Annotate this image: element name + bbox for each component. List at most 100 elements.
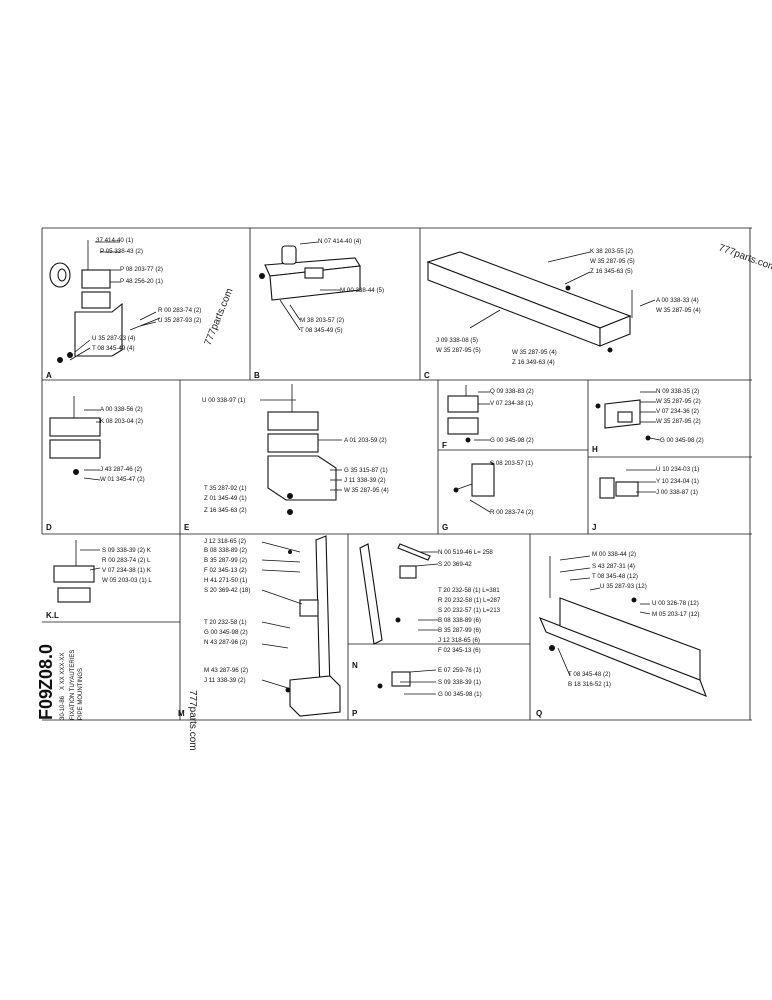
section-j: [599, 469, 656, 499]
callout-p-6: B 08 338-89 (6): [438, 617, 481, 624]
section-label-h: H: [592, 445, 598, 454]
section-label-c: C: [424, 371, 430, 380]
callout-d-4: W 01 345-47 (2): [100, 476, 145, 483]
callout-h-1: N 09 338-35 (2): [656, 388, 699, 395]
callout-h-2: W 35 287-95 (2): [656, 398, 701, 405]
callout-j-1: U 10 234-03 (1): [656, 466, 699, 473]
callout-a-4: P 48 256-20 (1): [120, 278, 163, 285]
callout-q-7: T 08 345-48 (2): [568, 671, 611, 678]
drawing-ref: X XX XXX-XX: [60, 653, 66, 690]
callout-q-6: M 05 203-17 (12): [652, 611, 699, 618]
title-english: PIPE MOUNTINGS: [78, 668, 84, 720]
section-n: [377, 669, 437, 695]
section-label-g: G: [442, 523, 448, 532]
callout-c-9: Z 16 349-63 (4): [512, 359, 555, 366]
callout-b-4: T 08 345-49 (5): [300, 327, 343, 334]
callout-j-2: Y 10 234-04 (1): [656, 478, 699, 485]
callout-kl-2: R 00 283-74 (2) L: [102, 557, 151, 564]
callout-p-1: N 00 519-46 L= 258: [438, 549, 493, 556]
callout-a-3: P 08 203-77 (2): [120, 266, 163, 273]
callout-q-1: M 00 338-44 (2): [592, 551, 636, 558]
callout-kl-1: S 09 338-39 (2) K: [102, 547, 152, 554]
callout-m-5: H 41 271-50 (1): [204, 577, 247, 584]
callout-a-5: R 00 283-74 (2): [158, 307, 201, 314]
section-e: [260, 384, 342, 515]
section-c: [426, 251, 656, 353]
callout-kl-3: V 07 234-38 (1) K: [102, 567, 152, 574]
callout-c-4: A 00 338-33 (4): [656, 297, 699, 304]
section-d: [49, 396, 101, 481]
callout-d-2: K 08 203-04 (2): [100, 418, 143, 425]
callout-p-4: R 20 232-58 (1) L=287: [438, 597, 501, 604]
callout-c-2: W 35 287-95 (5): [590, 258, 635, 265]
callout-b-1: N 07 414-40 (4): [318, 238, 361, 245]
section-g: [453, 461, 495, 513]
callout-m-3: B 35 287-99 (2): [204, 557, 247, 564]
callout-c-6: J 09 338-08 (5): [436, 337, 478, 344]
callout-d-1: A 00 338-56 (2): [100, 406, 143, 413]
callout-p-2: S 20 369-42: [438, 561, 472, 568]
callout-e-8: Z 16 345-63 (2): [204, 507, 247, 514]
section-a: [49, 240, 161, 363]
callout-g-2: R 00 283-74 (2): [490, 509, 533, 516]
section-label-a: A: [46, 371, 52, 380]
callout-p-7: B 35 287-99 (6): [438, 627, 481, 634]
callout-c-5: W 35 287-95 (4): [656, 307, 701, 314]
title-french: FIXATION TUYAUTERIES: [70, 650, 76, 720]
callout-c-3: Z 16 345-63 (5): [590, 268, 633, 275]
callout-e-4: J 11 338-39 (2): [344, 477, 386, 484]
callout-n-1: E 07 259-76 (1): [438, 667, 481, 674]
section-b: [259, 241, 361, 331]
callout-c-8: W 35 287-95 (4): [512, 349, 557, 356]
section-q: [538, 555, 707, 697]
section-label-n: N: [352, 661, 358, 670]
section-kl: [53, 540, 101, 603]
section-p: [359, 543, 439, 645]
callout-g-1: S 08 203-57 (1): [490, 460, 533, 467]
section-label-d: D: [46, 523, 52, 532]
callout-q-5: U 00 326-78 (12): [652, 600, 699, 607]
section-h: [595, 391, 661, 441]
section-label-q: Q: [536, 709, 542, 718]
callout-f-3: G 00 345-98 (2): [490, 437, 534, 444]
section-label-p: P: [352, 709, 358, 718]
callout-f-1: Q 09 338-83 (2): [490, 388, 534, 395]
callout-m-8: G 00 345-98 (2): [204, 629, 248, 636]
callout-q-2: S 43 287-31 (4): [592, 563, 635, 570]
callout-c-1: K 38 203-55 (2): [590, 248, 633, 255]
panel-grid: [41, 227, 752, 721]
callout-m-10: M 43 287-96 (2): [204, 667, 248, 674]
watermark: 777parts.com: [717, 242, 772, 273]
drawing-code-2: Z08.0: [36, 644, 56, 690]
callout-e-7: Z 01 345-49 (1): [204, 495, 247, 502]
section-m: [261, 535, 341, 717]
callout-p-3: T 20 232-58 (1) L=381: [438, 587, 500, 594]
callout-a-6: U 35 287-93 (2): [158, 317, 201, 324]
callout-h-5: G 00 345-98 (2): [660, 437, 704, 444]
callout-j-3: J 00 338-87 (1): [656, 489, 698, 496]
section-label-b: B: [254, 371, 260, 380]
watermark: 777parts.com: [187, 690, 198, 751]
callout-p-5: S 20 232-57 (1) L=213: [438, 607, 501, 614]
title-block: F09 Z08.0 30-10-86 X XX XXX-XX FIXATION …: [36, 644, 84, 720]
callout-q-8: B 18 316-52 (1): [568, 681, 611, 688]
callout-b-3: M 38 203-57 (2): [300, 317, 344, 324]
callout-m-11: J 11 338-39 (2): [204, 677, 246, 684]
callout-a-8: T 08 345-49 (4): [92, 345, 135, 352]
callout-m-6: S 20 369-42 (18): [204, 587, 250, 594]
callout-n-3: G 00 345-98 (1): [438, 691, 482, 698]
drawing-code-1: F09: [36, 689, 56, 720]
callout-q-4: U 35 287-93 (12): [600, 583, 647, 590]
callout-a-7: U 35 287-93 (4): [92, 335, 135, 342]
callout-kl-4: W 05 203-03 (1) L: [102, 577, 152, 584]
callout-a-2: P 05 338-43 (2): [100, 248, 143, 255]
section-label-f: F: [442, 441, 447, 450]
callout-b-2: M 00 338-44 (5): [340, 287, 384, 294]
callout-e-3: G 35 315-87 (1): [344, 467, 388, 474]
section-label-j: J: [592, 523, 596, 532]
section-label-e: E: [184, 523, 190, 532]
callout-e-6: T 35 287-92 (1): [204, 485, 247, 492]
callout-e-2: A 01 203-59 (2): [344, 437, 387, 444]
callout-a-1: 37 414-40 (1): [96, 237, 133, 244]
callout-m-1: J 12 318-65 (2): [204, 538, 246, 545]
